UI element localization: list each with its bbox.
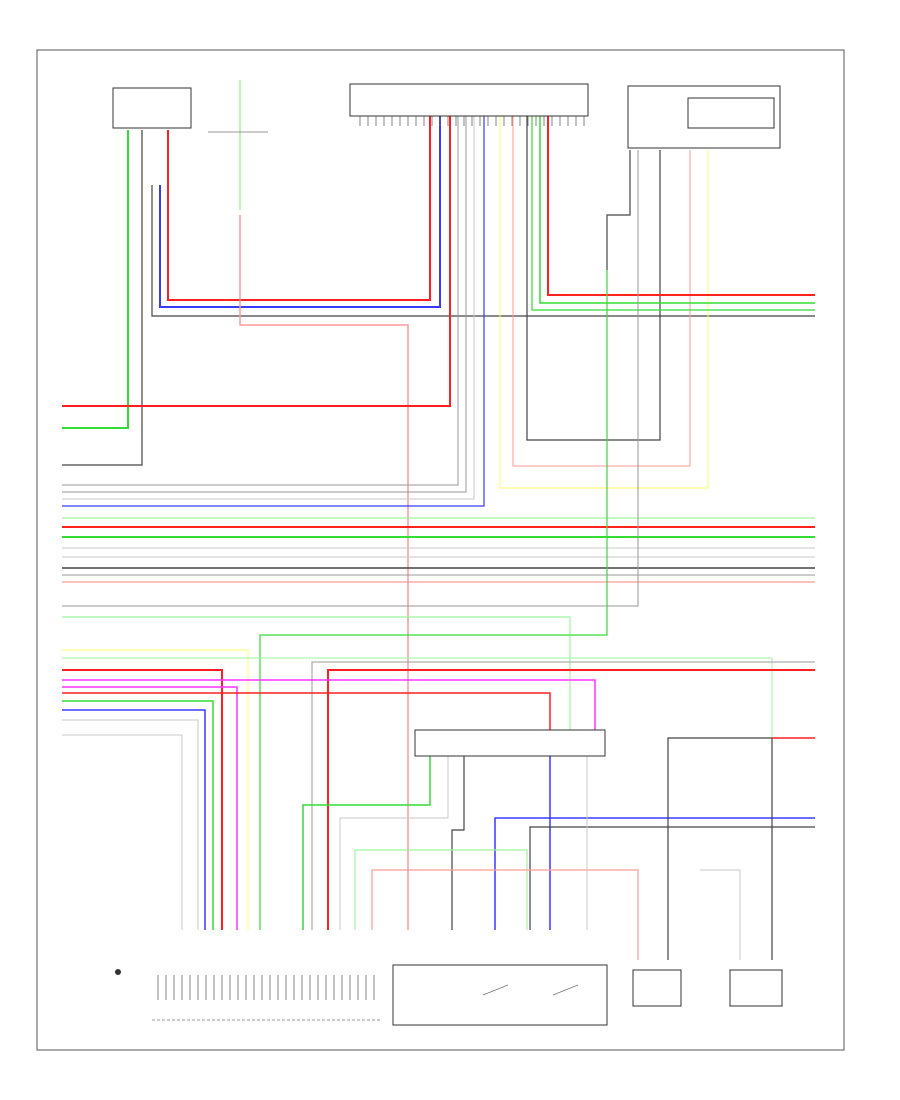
connector-pins <box>157 116 585 1000</box>
bottom-switch <box>392 964 608 1026</box>
wire-dark <box>526 116 661 441</box>
wire-blue <box>62 116 485 507</box>
wire-pink <box>512 116 691 467</box>
wire-dark <box>606 150 631 270</box>
wire-gray <box>62 116 467 493</box>
wire-dark <box>151 185 815 317</box>
wire-dark <box>529 826 815 930</box>
wire-green <box>302 756 431 930</box>
diagram-frame <box>36 49 845 1051</box>
wire-red <box>62 692 551 730</box>
wire-light-gray <box>62 734 183 930</box>
wire-red <box>547 116 815 296</box>
wire-red <box>62 669 223 930</box>
wire-green <box>539 116 815 304</box>
wire-light-gray <box>700 869 741 960</box>
wire-magenta <box>62 686 238 930</box>
wire-green <box>259 270 608 930</box>
wire-layer <box>62 80 815 1000</box>
wire-red <box>327 669 815 930</box>
wire-dark <box>667 737 773 960</box>
wire-light-gray <box>62 719 199 930</box>
top-right-module <box>627 85 781 149</box>
wire-light-green <box>354 849 528 930</box>
wire-green <box>62 130 129 429</box>
wire-red <box>167 116 431 301</box>
wire-magenta <box>62 679 596 730</box>
wire-light-green <box>62 616 571 730</box>
wire-light-gray <box>339 756 449 930</box>
bottom-ground <box>115 969 121 975</box>
bottom-relay-1 <box>632 969 682 1007</box>
wire-pink <box>239 215 409 930</box>
wire-yellow <box>62 649 249 930</box>
wire-blue <box>494 817 815 930</box>
bottom-relay-2 <box>729 969 783 1007</box>
wire-green <box>531 116 815 311</box>
wire-gray <box>62 150 639 607</box>
wire-gray <box>311 661 815 930</box>
wire-red <box>62 116 451 407</box>
top-junction-connector <box>349 83 589 117</box>
wire-light-gray <box>62 116 475 500</box>
wire-dark <box>62 130 143 466</box>
wire-pink <box>371 869 639 960</box>
wire-gray <box>62 116 459 486</box>
wire-blue <box>159 116 441 308</box>
wire-dark <box>451 756 465 930</box>
wire-yellow <box>499 116 709 489</box>
wire-blue <box>62 709 206 930</box>
top-left-switch <box>112 87 192 129</box>
wire-green <box>62 700 214 930</box>
wire-light-green <box>62 657 773 930</box>
mid-connector <box>414 729 606 757</box>
